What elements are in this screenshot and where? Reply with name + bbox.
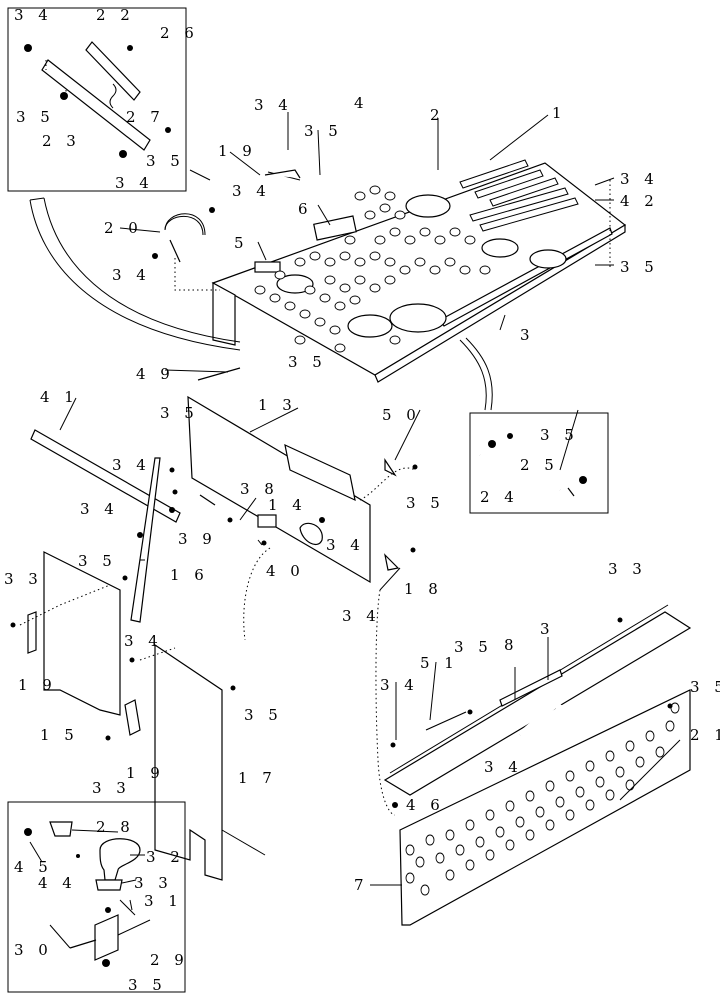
- callout-35: 3 5: [406, 494, 445, 512]
- callout-33: 3 3: [4, 570, 43, 588]
- callout-27: 2 7: [126, 108, 165, 126]
- callout-7: 7: [354, 876, 369, 894]
- callout-35: 3 5: [160, 404, 199, 422]
- callout-51: 5 1: [420, 654, 459, 672]
- callout-34: 3 4: [620, 170, 659, 188]
- callout-34: 3 4: [112, 456, 151, 474]
- callout-33: 3 3: [92, 779, 131, 797]
- callout-17: 1 7: [238, 769, 277, 787]
- callout-41: 4 1: [40, 388, 79, 406]
- callout-35: 3 5: [244, 706, 283, 724]
- panel-13: [169, 395, 371, 584]
- callout-35: 3 5: [78, 552, 117, 570]
- callout-42: 4 2: [620, 192, 659, 210]
- inset-top-left: [7, 7, 187, 192]
- callout-19: 1 9: [18, 676, 57, 694]
- callout-35: 3 5: [16, 108, 55, 126]
- callout-25: 2 5: [520, 456, 559, 474]
- callout-35: 3 5: [146, 152, 185, 170]
- callout-34: 3 4: [254, 96, 293, 114]
- inset-bottom-left: [7, 801, 186, 993]
- callout-28: 2 8: [96, 818, 135, 836]
- callout-44: 4 4: [38, 874, 77, 892]
- callout-19: 1 9: [218, 142, 257, 160]
- callout-46: 4 6: [406, 796, 445, 814]
- callout-6: 6: [298, 200, 313, 218]
- callout-24: 2 4: [480, 488, 519, 506]
- callout-35: 3 5: [288, 353, 327, 371]
- callout-35: 3 5: [304, 122, 343, 140]
- callout-labels: 3 4 2 2 2 6 2 7 3 5 2 3 3 5 3 4 4 3 4 2 …: [4, 6, 720, 994]
- callout-30: 3 0: [14, 941, 53, 959]
- callout-18: 1 8: [404, 580, 443, 598]
- callout-21: 2 1: [690, 726, 720, 744]
- panel-15: [10, 551, 128, 716]
- callout-5: 5: [234, 234, 249, 252]
- callout-45: 4 5: [14, 858, 53, 876]
- callout-1: 1: [552, 104, 567, 122]
- callout-34: 3 4: [14, 6, 53, 24]
- callout-34: 3 4: [342, 607, 381, 625]
- callout-50: 5 0: [382, 406, 421, 424]
- callout-49: 4 9: [136, 365, 175, 383]
- callout-34: 3 4: [232, 182, 271, 200]
- callout-40: 4 0: [266, 562, 305, 580]
- inset-right-mid: [469, 412, 609, 514]
- callout-8: 8: [504, 636, 519, 654]
- callout-14: 1 4: [268, 496, 307, 514]
- callout-35: 3 5: [454, 638, 493, 656]
- callout-4: 4: [354, 94, 369, 112]
- callout-34: 3 4: [380, 676, 419, 694]
- callout-35: 3 5: [128, 976, 167, 994]
- callout-22: 2 2: [96, 6, 135, 24]
- callout-19: 1 9: [126, 764, 165, 782]
- callout-34: 3 4: [112, 266, 151, 284]
- callout-29: 2 9: [150, 951, 189, 969]
- callout-31: 3 1: [144, 892, 183, 910]
- callout-35: 3 5: [620, 258, 659, 276]
- bottom-right-assembly: [383, 604, 692, 926]
- callout-3: 3: [520, 326, 535, 344]
- top-panel: [152, 159, 627, 383]
- callout-38: 3 8: [240, 480, 279, 498]
- callout-15: 1 5: [40, 726, 79, 744]
- callout-23: 2 3: [42, 132, 81, 150]
- callout-3: 3: [540, 620, 555, 638]
- callout-32: 3 2: [146, 848, 185, 866]
- callout-20: 2 0: [104, 219, 143, 237]
- callout-26: 2 6: [160, 24, 199, 42]
- callout-35: 3 5: [540, 426, 579, 444]
- callout-33: 3 3: [608, 560, 647, 578]
- callout-34: 3 4: [484, 758, 523, 776]
- callout-39: 3 9: [178, 530, 217, 548]
- callout-13: 1 3: [258, 396, 297, 414]
- callout-16: 1 6: [170, 566, 209, 584]
- callout-34: 3 4: [326, 536, 365, 554]
- callout-33: 3 3: [134, 874, 173, 892]
- callout-34: 3 4: [80, 500, 119, 518]
- callout-2: 2: [430, 106, 445, 124]
- callout-35: 3 5: [690, 678, 720, 696]
- panel-17: [105, 547, 271, 881]
- callout-34: 3 4: [115, 174, 154, 192]
- callout-34: 3 4: [124, 632, 163, 650]
